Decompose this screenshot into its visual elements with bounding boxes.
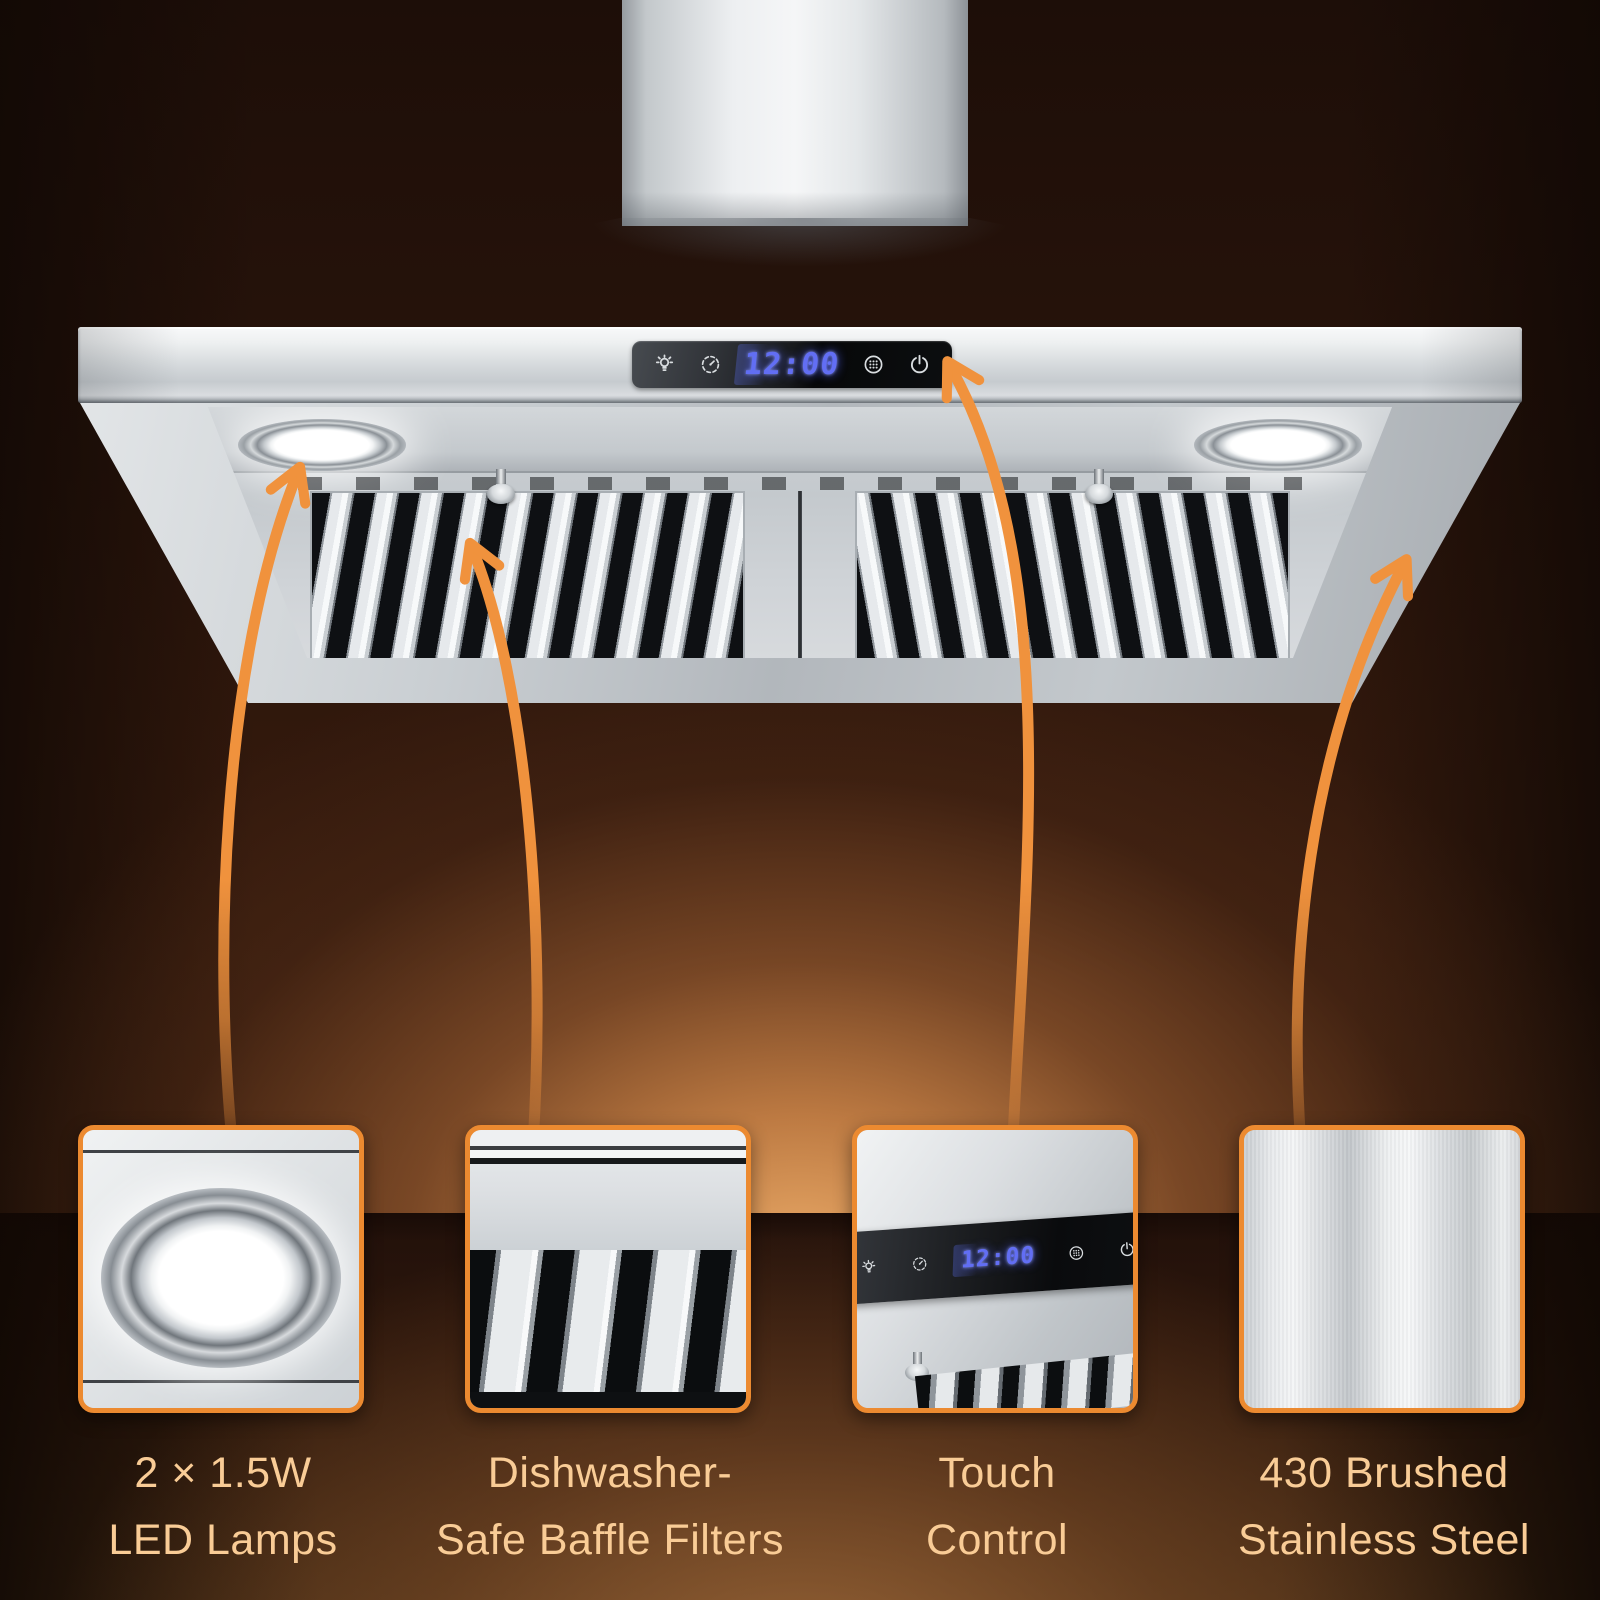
panel-seam [83,1380,359,1383]
led-lamp-right [1194,419,1362,471]
caption-line: 430 Brushed [1259,1449,1509,1497]
filter-frame-closeup [470,1130,746,1250]
caption-line: 2 × 1.5W [134,1449,312,1497]
caption-touch-control: Touch Control [787,1440,1207,1574]
fan-speed-icon [861,352,886,377]
mini-control-panel: 12:00 [857,1211,1133,1305]
brushed-steel-lines [1244,1130,1520,1408]
power-icon [907,352,932,377]
caption-baffle-filters: Dishwasher- Safe Baffle Filters [400,1440,820,1574]
thumbnail-stainless-steel [1239,1125,1525,1413]
caption-line: Control [925,1516,1069,1564]
hood-chimney [622,0,968,226]
hood-inner-panel [208,407,1392,658]
thumbnail-baffle-filters [465,1125,751,1413]
hood-underside [80,403,1520,703]
clock-led-display: 12:00 [742,347,842,382]
filter-knob-right [1085,469,1113,504]
filter-recess [208,662,1392,682]
caption-line: Touch [938,1449,1056,1497]
led-lamp-closeup [101,1188,341,1368]
hood-canopy [78,218,1522,328]
brushed-steel-texture [1244,1130,1520,1408]
knob-stem [496,469,506,484]
knob-stem [1094,469,1104,484]
light-icon [652,352,677,377]
vent-slots [298,477,1302,490]
baffle-filter-right [855,491,1290,658]
baffle-slats-closeup [470,1250,746,1392]
power-icon [1117,1239,1133,1259]
caption-line: Dishwasher- [487,1449,733,1497]
caption-led-lamps: 2 × 1.5W LED Lamps [13,1440,433,1574]
filter-divider [798,491,802,658]
filter-shadow [470,1392,746,1408]
led-lamp-left [238,419,406,471]
thumbnail-touch-control: 12:00 [852,1125,1138,1413]
hood-front-rim [78,327,1522,403]
clock-led-display: 12:00 [960,1242,1036,1274]
thumbnail-led-lamps [78,1125,364,1413]
baffle-filter-left [310,491,745,658]
knob-cap [487,484,515,504]
caption-line: Stainless Steel [1238,1516,1530,1564]
caption-line: LED Lamps [108,1516,338,1564]
caption-line: Safe Baffle Filters [435,1516,785,1564]
timer-icon [909,1253,929,1273]
timer-icon [698,352,723,377]
touch-control-panel: 12:00 [632,341,952,388]
fan-speed-icon [1066,1242,1086,1262]
light-icon [859,1257,879,1277]
caption-stainless-steel: 430 Brushed Stainless Steel [1174,1440,1594,1574]
knob-stem [912,1352,922,1364]
panel-seam [83,1150,359,1153]
filter-knob-left [487,469,515,504]
knob-cap [1085,484,1113,504]
